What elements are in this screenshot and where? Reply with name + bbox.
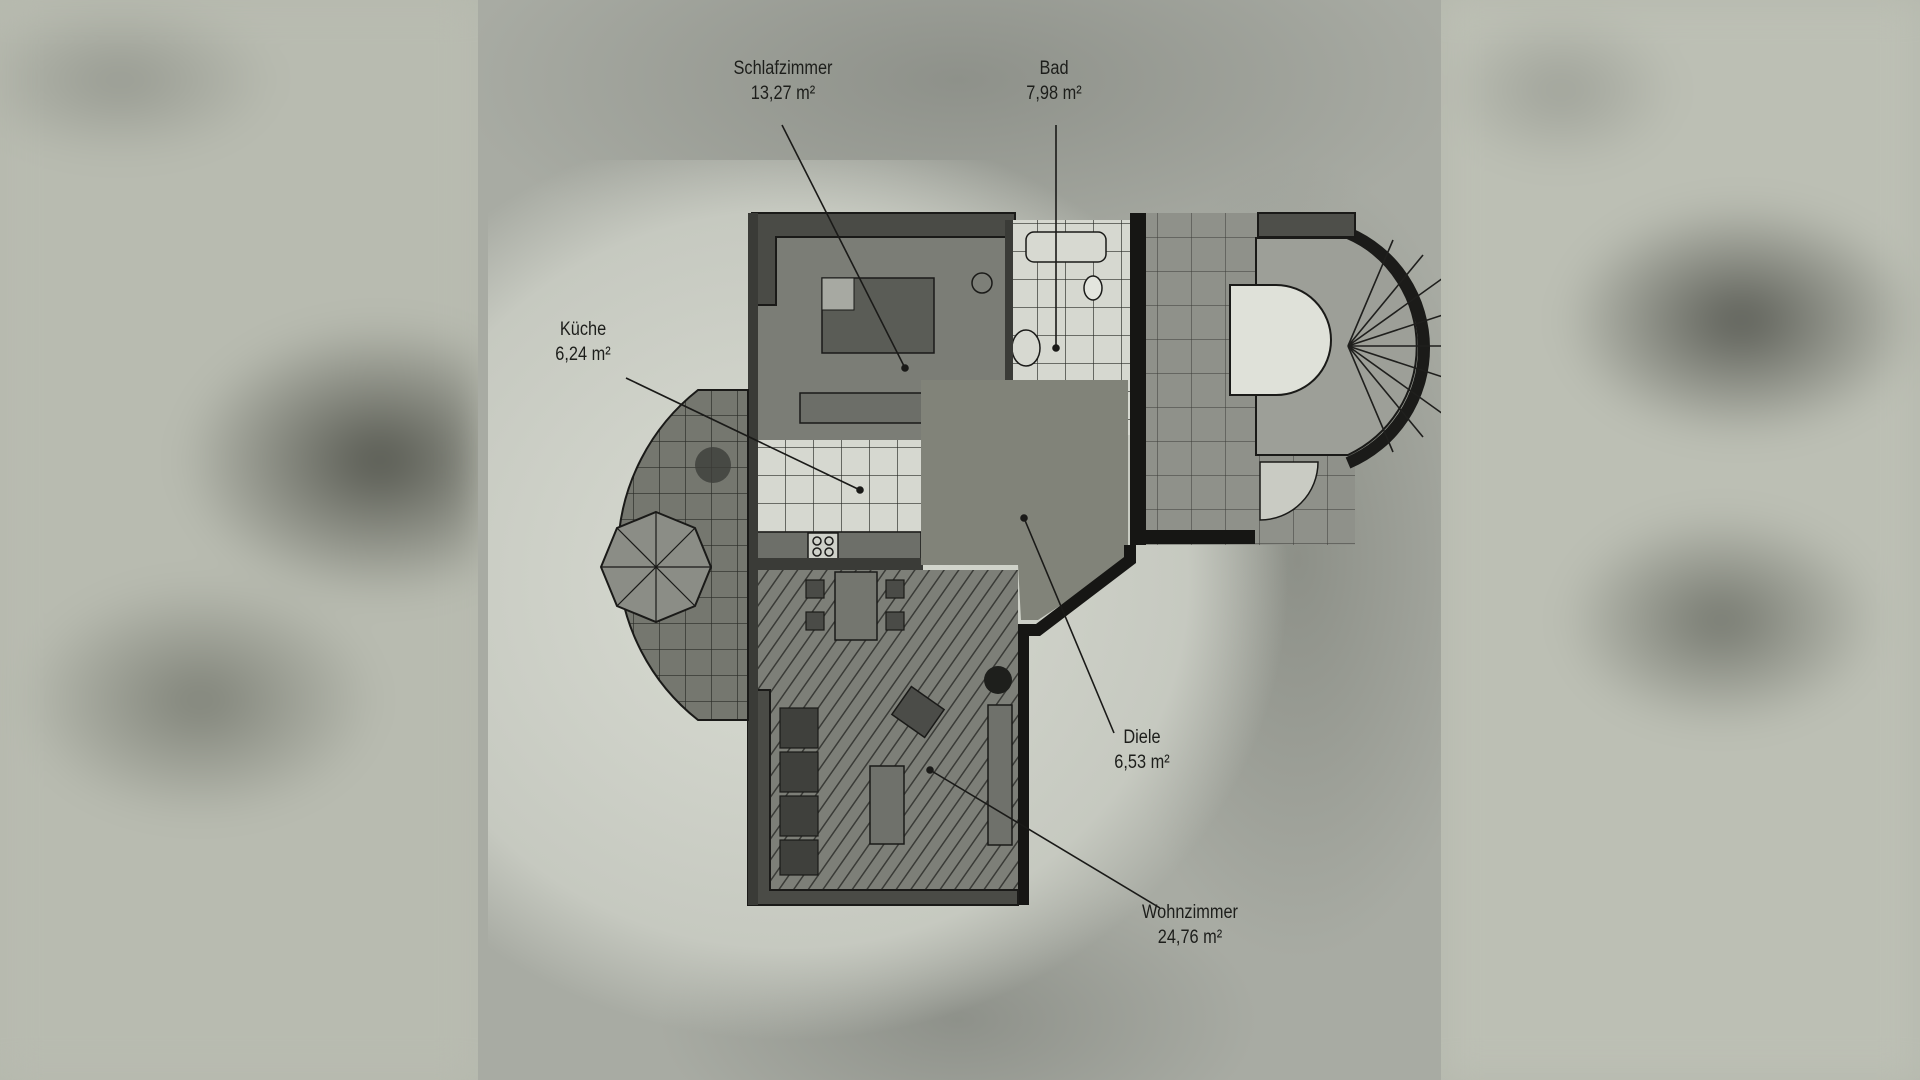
armchair [890,685,946,739]
room-label-schlafzimmer: Schlafzimmer 13,27 m² [701,56,864,106]
stair-landing [1229,284,1332,396]
hall-floor [921,380,1130,620]
room-area: 13,27 m² [750,83,816,104]
spiral-stair-wall [1345,227,1431,469]
room-name: Diele [1123,727,1161,748]
room-area: 24,76 m² [1157,927,1223,948]
room-label-diele: Diele 6,53 m² [1090,725,1193,775]
room-area: 6,24 m² [555,344,611,365]
room-name: Bad [1039,58,1069,79]
entrance-door-swing [1259,461,1319,521]
blurred-background-right [1441,0,1920,1080]
parasol-icon [599,510,713,624]
sideboard [987,704,1013,846]
bathtub [1025,231,1107,263]
stair-hall-wall [1130,213,1146,545]
toilet [1083,275,1103,301]
room-area: 7,98 m² [1026,83,1082,104]
room-label-kueche: Küche 6,24 m² [531,317,634,367]
dining-chairs [805,579,905,631]
room-name: Wohnzimmer [1142,902,1238,923]
floor-plan-drawing [599,124,1441,909]
plant-icon [984,666,1012,694]
blurred-background-left [0,0,478,1080]
dining-table [834,571,878,641]
room-name: Schlafzimmer [733,58,833,79]
room-name: Küche [559,319,607,340]
room-label-wohnzimmer: Wohnzimmer 24,76 m² [1117,900,1263,950]
hall-outer-wall [1017,545,1136,905]
leader-lines [625,124,1161,909]
room-label-bad: Bad 7,98 m² [1002,56,1105,106]
kitchen-wall [728,558,923,570]
floor-plan-photo: Schlafzimmer 13,27 m² Bad 7,98 m² Küche … [478,0,1441,1080]
stove [807,532,839,560]
sofa [779,707,819,876]
coffee-table [869,765,905,845]
room-area: 6,53 m² [1114,752,1170,773]
terrace-plant-icon [695,447,731,483]
sink [1011,329,1041,367]
spiral-stair-steps [1347,239,1441,453]
west-wall [748,213,758,905]
wardrobe [799,392,936,424]
